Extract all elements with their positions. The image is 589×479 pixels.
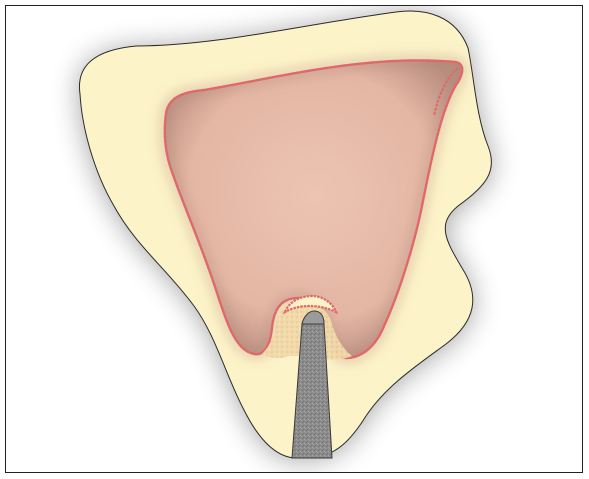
diagram-frame: [5, 5, 583, 473]
sinus-diagram: [6, 6, 583, 473]
